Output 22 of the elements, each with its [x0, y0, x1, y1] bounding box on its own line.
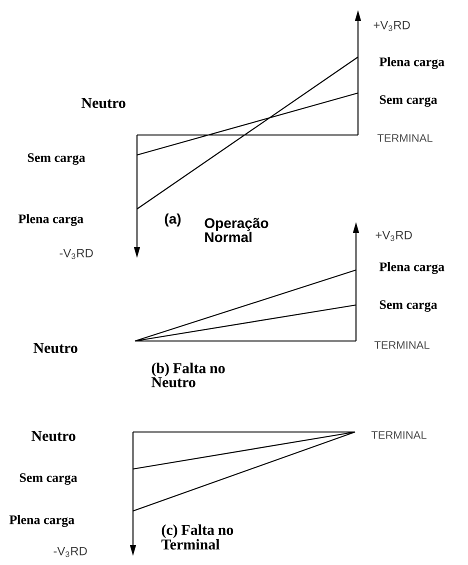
- end-label: TERMINAL: [377, 134, 432, 142]
- end-label: Neutro: [33, 343, 78, 353]
- axis-label: +V$_{3}$RD: [376, 230, 412, 242]
- curve-label: Sem carga: [380, 95, 438, 107]
- panel-label: (a): [164, 213, 181, 227]
- curve-label: Sem carga: [28, 153, 86, 165]
- end-label: Neutro: [31, 431, 76, 441]
- curve-label: Plena carga: [9, 515, 74, 527]
- end-label: Neutro: [81, 98, 126, 108]
- curve-label: Plena carga: [379, 57, 444, 69]
- curve-label: Plena carga: [379, 262, 444, 274]
- axis-label: +V$_{3}$RD: [374, 20, 410, 32]
- axis-label: -V$_{3}$RD: [54, 546, 87, 558]
- panel-caption: Operação Normal: [204, 218, 268, 242]
- end-label: TERMINAL: [374, 341, 430, 349]
- curve-label: Sem carga: [20, 473, 78, 485]
- axis-label: -V$_{3}$RD: [60, 248, 93, 260]
- curve-label: Plena carga: [18, 214, 84, 226]
- panel-caption: (c) Falta no Terminal: [161, 524, 234, 550]
- curve-label: Sem carga: [380, 300, 438, 312]
- end-label: TERMINAL: [371, 431, 426, 439]
- panel-caption: (b) Falta no Neutro: [151, 362, 225, 388]
